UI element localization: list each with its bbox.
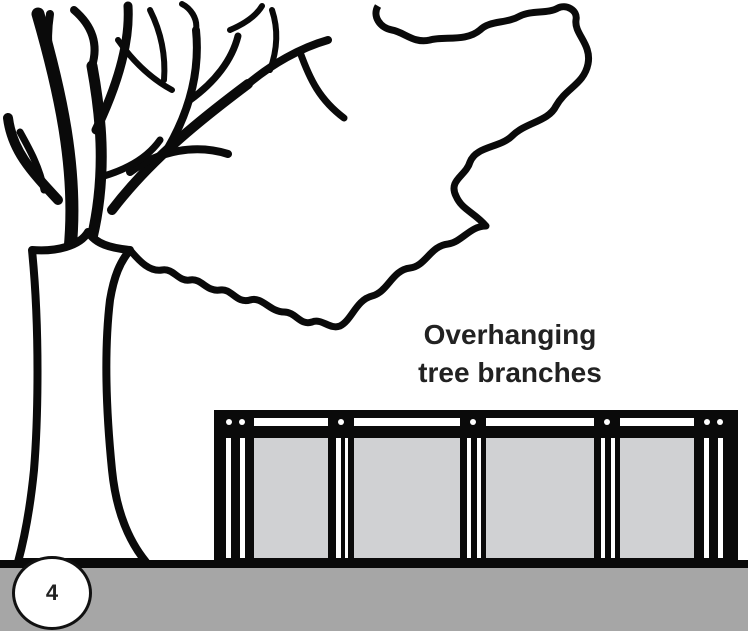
fence-rail-slot <box>254 418 328 426</box>
fence-rail-slot <box>354 418 460 426</box>
fence-post-gap <box>240 438 245 558</box>
fence-panel <box>354 438 460 558</box>
fence-post-gap <box>704 438 709 558</box>
fence-rivet <box>239 419 245 425</box>
fence-panel <box>620 438 694 558</box>
fence-post-gap <box>345 438 348 558</box>
fence-rivet <box>604 419 610 425</box>
caption-line-2: tree branches <box>360 354 660 392</box>
fence-post-gap <box>601 438 605 558</box>
caption-line-1: Overhanging <box>360 316 660 354</box>
ground <box>0 566 748 631</box>
step-number: 4 <box>46 580 58 606</box>
fence-rivet <box>470 419 476 425</box>
fence-rivet <box>338 419 344 425</box>
fence <box>214 410 738 562</box>
fence-rail-slot <box>486 418 594 426</box>
step-number-badge: 4 <box>12 556 92 630</box>
fence-post-gap <box>718 438 723 558</box>
fence-post-gap <box>467 438 471 558</box>
fence-post-gap <box>336 438 341 558</box>
tree-trunk <box>18 232 146 562</box>
overhanging-branches-label: Overhanging tree branches <box>360 316 660 392</box>
fence-panel <box>486 438 594 558</box>
fence-rivet <box>704 419 710 425</box>
fence-rivet <box>226 419 232 425</box>
fence-post-gap <box>477 438 481 558</box>
tree-branches <box>8 4 344 250</box>
fence-post-gap <box>611 438 615 558</box>
fence-panel <box>254 438 328 558</box>
fence-post-gap <box>226 438 231 558</box>
fence-rail-slot <box>620 418 694 426</box>
fence-rivet <box>717 419 723 425</box>
